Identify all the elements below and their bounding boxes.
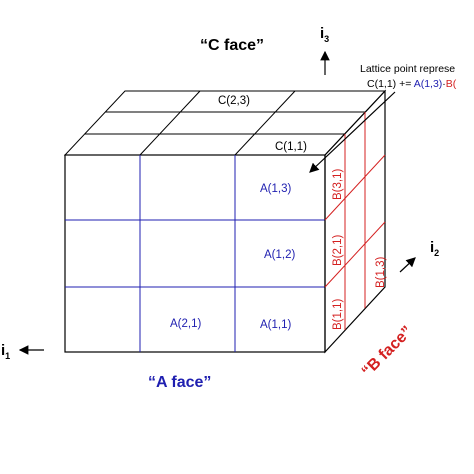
i1-label: i1 bbox=[1, 342, 10, 361]
i3-main: i bbox=[320, 25, 324, 42]
annotation-arrow bbox=[309, 91, 396, 173]
c-face-label: “C face” bbox=[200, 37, 264, 54]
i2-sub: 2 bbox=[434, 248, 439, 258]
i3-label: i3 bbox=[320, 25, 329, 44]
annotation-prefix: C(1,1) += bbox=[367, 78, 414, 90]
cell-c11: C(1,1) bbox=[275, 141, 307, 153]
annotation-dot: · bbox=[442, 78, 446, 90]
b-face-label: “B face” bbox=[359, 323, 416, 380]
cell-a12: A(1,2) bbox=[264, 249, 295, 261]
cell-a11: A(1,1) bbox=[260, 319, 291, 331]
annotation-line1: Lattice point represe bbox=[360, 63, 455, 75]
i2-main: i bbox=[430, 239, 434, 256]
side-face-grid bbox=[324, 89, 386, 354]
cell-c23: C(2,3) bbox=[218, 95, 250, 107]
cell-a21: A(2,1) bbox=[170, 318, 201, 330]
cell-a13: A(1,3) bbox=[260, 183, 291, 195]
annotation-line2: C(1,1) += A(1,3)·B( bbox=[367, 78, 457, 90]
i2-label: i2 bbox=[430, 239, 439, 258]
annotation-a: A(1,3) bbox=[414, 78, 443, 90]
cell-b31: B(3,1) bbox=[332, 169, 344, 200]
annotation-b: B( bbox=[446, 78, 457, 90]
cell-b21: B(2,1) bbox=[332, 235, 344, 266]
i3-sub: 3 bbox=[324, 34, 329, 44]
cell-b13: B(1,3) bbox=[375, 257, 387, 288]
cell-b11: B(1,1) bbox=[332, 299, 344, 330]
a-face-label: “A face” bbox=[148, 374, 211, 391]
i1-sub: 1 bbox=[5, 351, 10, 361]
i2-arrow bbox=[399, 257, 416, 273]
i1-main: i bbox=[1, 342, 5, 359]
